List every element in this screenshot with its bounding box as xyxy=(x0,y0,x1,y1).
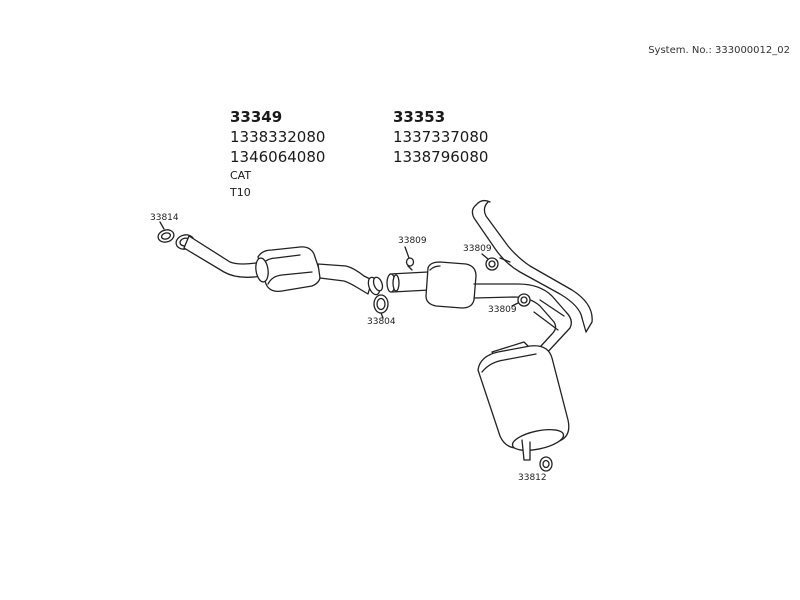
part-note: CAT xyxy=(230,169,252,182)
part-number-main: 33353 xyxy=(393,108,446,126)
gasket-ring-33804 xyxy=(373,294,389,319)
callout-clamp-33809: 33809 xyxy=(463,244,492,254)
oem-number: 1338332080 xyxy=(230,128,326,146)
part-group-33353: 33353 1337337080 1338796080 xyxy=(393,107,488,167)
oem-number: 1337337080 xyxy=(393,128,489,146)
callout-clamp-33809: 33809 xyxy=(398,236,427,246)
callout-gasket-33804: 33804 xyxy=(367,317,396,327)
middle-silencer xyxy=(425,261,477,309)
clamp-33809-a xyxy=(404,246,415,271)
intermediate-pipe xyxy=(317,263,373,295)
system-number: System. No.: 333000012_02 xyxy=(648,45,790,56)
clamp-33809-b xyxy=(481,253,511,271)
catalytic-converter xyxy=(255,246,321,292)
part-number-main: 33349 xyxy=(230,108,283,126)
part-note: T10 xyxy=(230,186,251,199)
oem-number: 1338796080 xyxy=(393,148,489,166)
part-group-33349: 33349 1338332080 1346064080 CAT T10 xyxy=(230,107,325,201)
callout-hanger-33812: 33812 xyxy=(518,473,547,483)
gasket-ring-33814 xyxy=(157,221,175,243)
callout-clamp-33809: 33809 xyxy=(488,305,517,315)
clamp-33809-c xyxy=(511,293,531,307)
oem-number: 1346064080 xyxy=(230,148,326,166)
rear-silencer xyxy=(477,345,570,451)
front-pipe xyxy=(183,235,263,278)
tail-pipe xyxy=(521,439,531,461)
callout-gasket-33814: 33814 xyxy=(150,213,179,223)
rear-flange xyxy=(367,276,384,296)
hanger-33812 xyxy=(539,456,553,472)
rear-pipes xyxy=(471,199,593,359)
